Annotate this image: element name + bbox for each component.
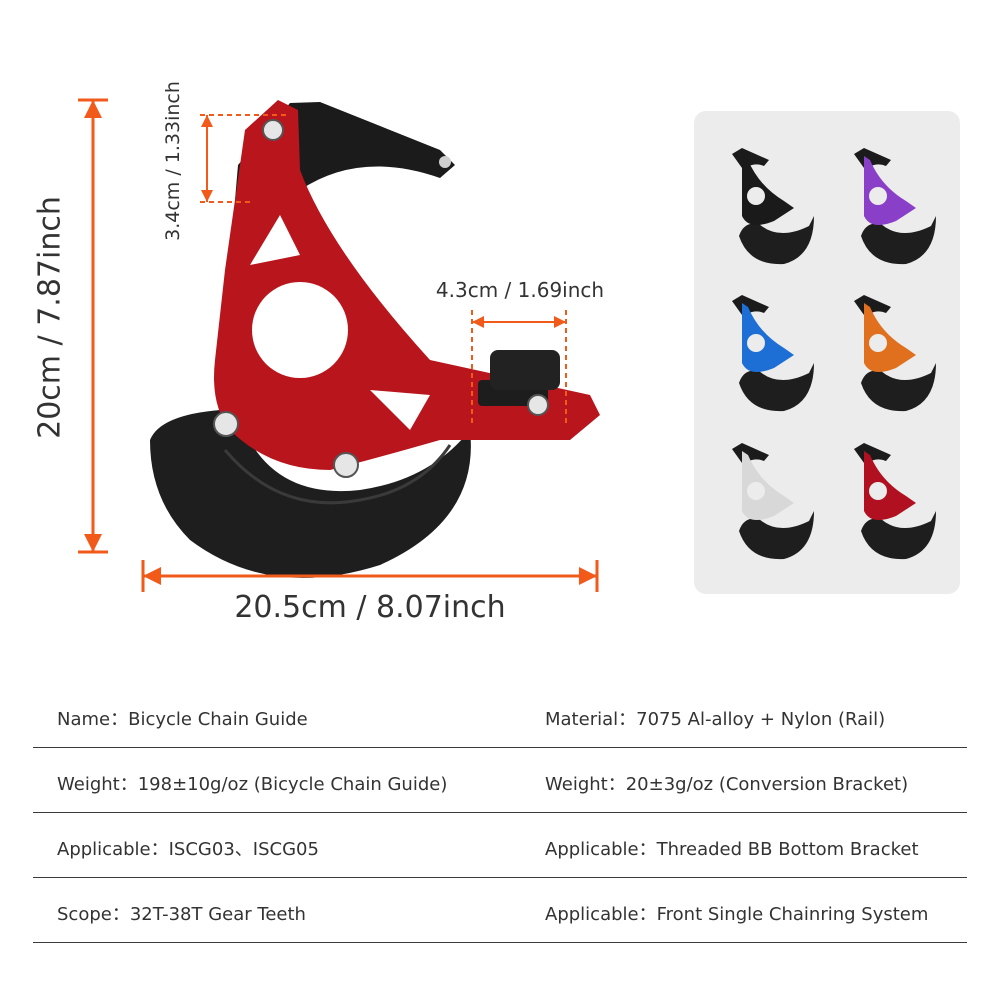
height-dimension-label: 20cm / 7.87inch — [32, 196, 68, 439]
spec-left: Name：Bicycle Chain Guide — [57, 705, 308, 731]
spec-value: Front Single Chainring System — [656, 904, 929, 925]
bracket-dimension-line — [471, 310, 567, 425]
spec-row: Name：Bicycle Chain Guide Material：7075 A… — [33, 683, 967, 748]
product-illustration — [78, 98, 600, 592]
spec-label: Applicable： — [57, 839, 169, 860]
color-variants-panel — [694, 111, 960, 594]
spec-left: Scope：32T-38T Gear Teeth — [57, 900, 306, 926]
bracket-dimension-label: 4.3cm / 1.69inch — [435, 278, 605, 302]
spec-label: Applicable： — [545, 839, 657, 860]
variant-orange — [854, 295, 936, 412]
spec-value: 7075 Al-alloy + Nylon (Rail) — [636, 709, 886, 730]
spec-label: Name： — [57, 709, 129, 730]
variant-red — [854, 443, 936, 560]
spec-row: Scope：32T-38T Gear Teeth Applicable：Fron… — [33, 878, 967, 943]
spec-value: Bicycle Chain Guide — [128, 709, 308, 730]
variant-black — [732, 148, 814, 265]
variant-blue — [732, 295, 814, 412]
variant-silver — [732, 443, 814, 560]
spec-value: 20±3g/oz (Conversion Bracket) — [625, 774, 909, 795]
spec-label: Weight： — [545, 774, 626, 795]
top-gap-dimension-label: 3.4cm / 1.33inch — [162, 81, 184, 241]
spec-label: Weight： — [57, 774, 138, 795]
spec-right: Weight：20±3g/oz (Conversion Bracket) — [545, 770, 908, 796]
spec-left: Weight：198±10g/oz (Bicycle Chain Guide) — [57, 770, 447, 796]
spec-right: Material：7075 Al-alloy + Nylon (Rail) — [545, 705, 885, 731]
bash-guard — [150, 410, 471, 578]
spec-value: Threaded BB Bottom Bracket — [656, 839, 919, 860]
bolts — [213, 119, 549, 478]
spec-value: 32T-38T Gear Teeth — [129, 904, 306, 925]
width-dimension-line — [141, 560, 599, 592]
top-gap-dimension-line — [200, 114, 290, 203]
spec-value: ISCG03、ISCG05 — [168, 839, 319, 860]
spec-label: Scope： — [57, 904, 130, 925]
variant-purple — [854, 148, 936, 265]
height-dimension-line — [78, 98, 108, 554]
spec-label: Applicable： — [545, 904, 657, 925]
spec-row: Weight：198±10g/oz (Bicycle Chain Guide) … — [33, 748, 967, 813]
spec-value: 198±10g/oz (Bicycle Chain Guide) — [137, 774, 448, 795]
spec-right: Applicable：Threaded BB Bottom Bracket — [545, 835, 919, 861]
color-variants-grid — [732, 148, 936, 560]
spec-row: Applicable：ISCG03、ISCG05 Applicable：Thre… — [33, 813, 967, 878]
spec-left: Applicable：ISCG03、ISCG05 — [57, 835, 319, 861]
spec-label: Material： — [545, 709, 637, 730]
spec-table: Name：Bicycle Chain Guide Material：7075 A… — [33, 683, 967, 943]
spec-right: Applicable：Front Single Chainring System — [545, 900, 928, 926]
width-dimension-label: 20.5cm / 8.07inch — [234, 590, 506, 625]
